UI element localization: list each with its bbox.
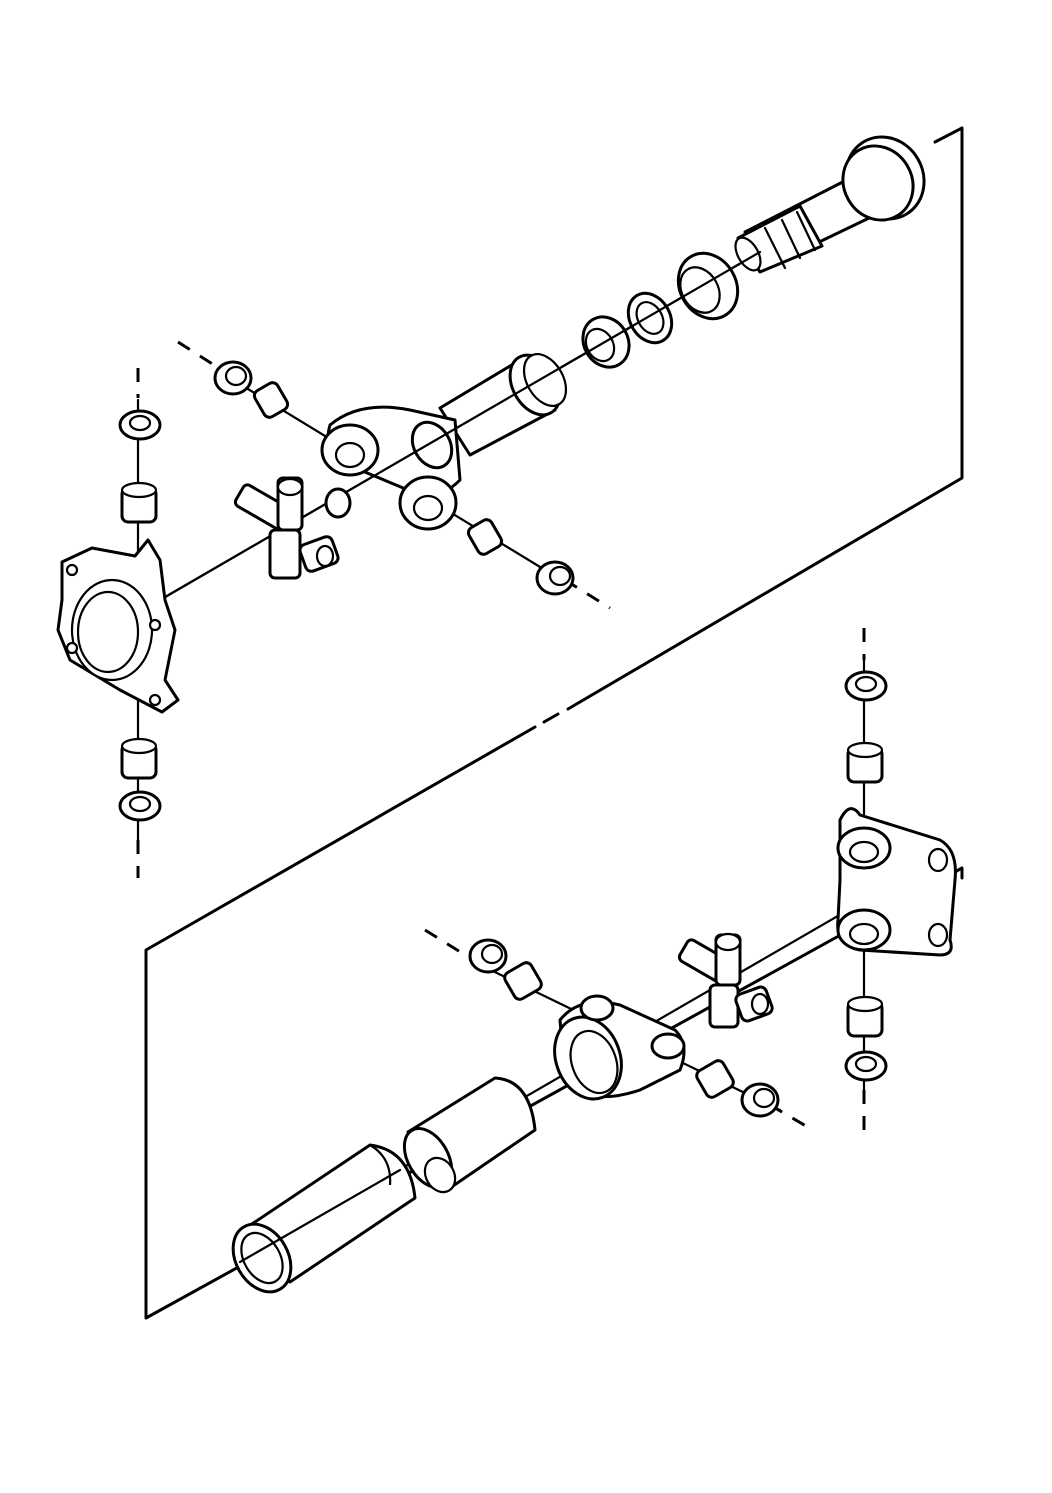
universal-joint-cross-icon	[233, 476, 352, 580]
slip-yoke-icon	[158, 250, 762, 602]
companion-flange-icon	[56, 538, 180, 714]
lower-axis-lines	[238, 628, 866, 1264]
snap-ring-icon	[468, 670, 888, 1118]
bearing-cap-icon	[120, 381, 504, 780]
snap-ring-icon	[118, 360, 575, 822]
slip-yoke-icon	[553, 994, 686, 1101]
bearing-cap-icon	[503, 741, 884, 1099]
propeller-tube-icon	[231, 1076, 537, 1294]
upper-axis-lines	[136, 250, 762, 878]
flange-yoke-icon	[836, 807, 957, 957]
splined-shaft-flange-icon	[734, 135, 926, 274]
universal-joint-cross-icon	[677, 932, 774, 1029]
assembly-plane-outline	[144, 126, 964, 1320]
